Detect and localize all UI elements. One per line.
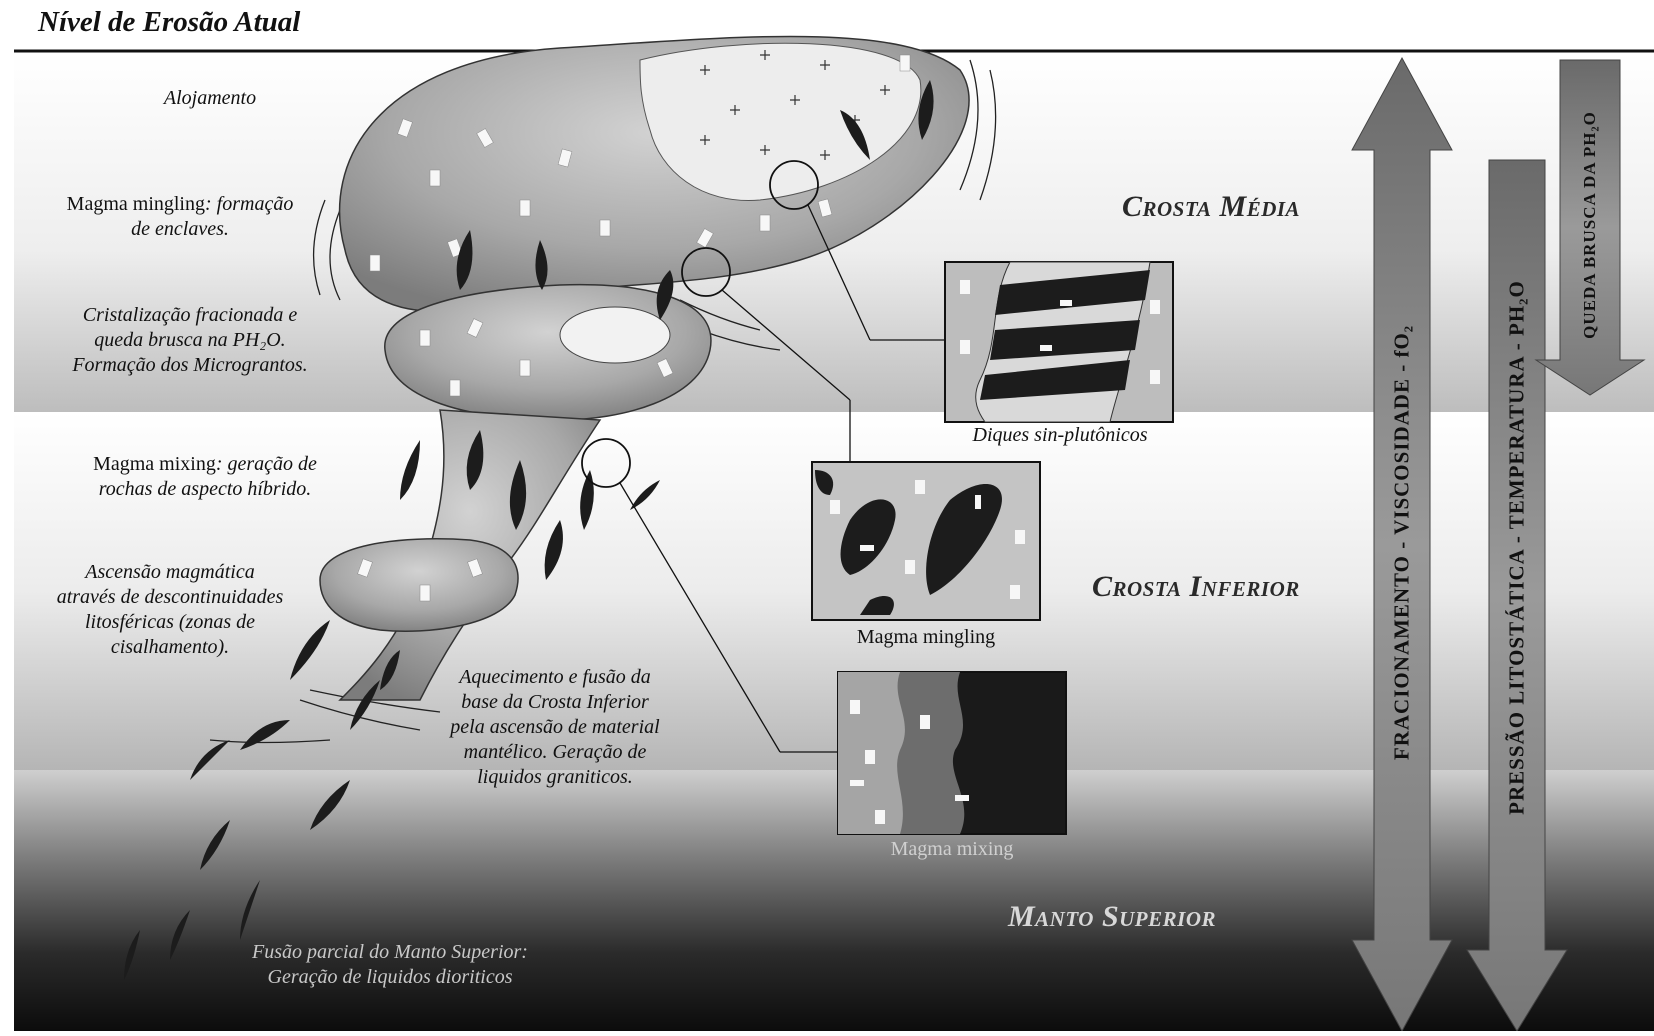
- inset-mixing: [838, 672, 1066, 834]
- zone-crosta-inferior: Crosta Inferior: [1092, 570, 1300, 604]
- lower-pluton: [320, 539, 518, 631]
- zone-manto-superior: Manto Superior: [1008, 900, 1216, 934]
- arrow-label-fracionamento: FRACIONAMENTO - VISCOSIDADE - fO₂: [1390, 143, 1415, 943]
- label-mingling-desc-2: de enclaves.: [131, 218, 229, 240]
- arrow-label-pressao: PRESSÃO LITOSTÁTICA - TEMPERATURA - PH₂O: [1505, 148, 1530, 948]
- middle-pluton-core: [560, 307, 670, 363]
- label-mixing-desc: : geração de: [216, 453, 317, 475]
- label-mixing-term: Magma mixing: [93, 453, 216, 475]
- label-fusao-1: Fusão parcial do Manto Superior:: [252, 941, 528, 963]
- label-cristalizacao-2: queda brusca na PH₂O.: [94, 329, 285, 351]
- label-mixing-desc-2: rochas de aspecto híbrido.: [99, 478, 312, 500]
- label-mingling-term: Magma mingling: [67, 193, 205, 215]
- label-aquecimento-3: pela ascensão de material: [450, 716, 659, 738]
- label-cristalizacao-3: Formação dos Micrograntos.: [72, 354, 307, 376]
- label-cristalizacao-1: Cristalização fracionada e: [83, 304, 297, 326]
- label-ascensao-3: litosféricas (zonas de: [85, 611, 255, 633]
- caption-diques: Diques sin-plutônicos: [930, 424, 1190, 447]
- label-ascensao: Ascensão magmática através de descontinu…: [20, 560, 320, 660]
- inset-mingling: [812, 462, 1040, 620]
- label-ascensao-2: através de descontinuidades: [57, 586, 284, 608]
- inset-diques: [945, 262, 1173, 422]
- label-alojamento: Alojamento: [110, 86, 310, 111]
- label-aquecimento-5: liquidos graniticos.: [477, 766, 633, 788]
- label-mingling-desc: : formação: [205, 193, 293, 215]
- label-aquecimento: Aquecimento e fusão da base da Crosta In…: [420, 665, 690, 790]
- label-mingling: Magma mingling: formação de enclaves.: [30, 192, 330, 242]
- label-fusao-2: Geração de liquidos dioriticos: [268, 966, 513, 988]
- caption-mixing: Magma mixing: [838, 838, 1066, 861]
- label-aquecimento-4: mantélico. Geração de: [464, 741, 647, 763]
- label-aquecimento-2: base da Crosta Inferior: [461, 691, 649, 713]
- label-aquecimento-1: Aquecimento e fusão da: [459, 666, 651, 688]
- zone-crosta-media: Crosta Média: [1122, 190, 1300, 224]
- caption-mingling: Magma mingling: [812, 626, 1040, 649]
- arrow-label-queda: QUEDA BRUSCA DA PH₂O: [1580, 75, 1600, 375]
- label-mixing: Magma mixing: geração de rochas de aspec…: [55, 452, 355, 502]
- label-fusao: Fusão parcial do Manto Superior: Geração…: [220, 940, 560, 990]
- label-ascensao-4: cisalhamento).: [111, 636, 229, 658]
- page-title: Nível de Erosão Atual: [38, 6, 300, 39]
- label-ascensao-1: Ascensão magmática: [85, 561, 254, 583]
- label-cristalizacao: Cristalização fracionada e queda brusca …: [40, 303, 340, 378]
